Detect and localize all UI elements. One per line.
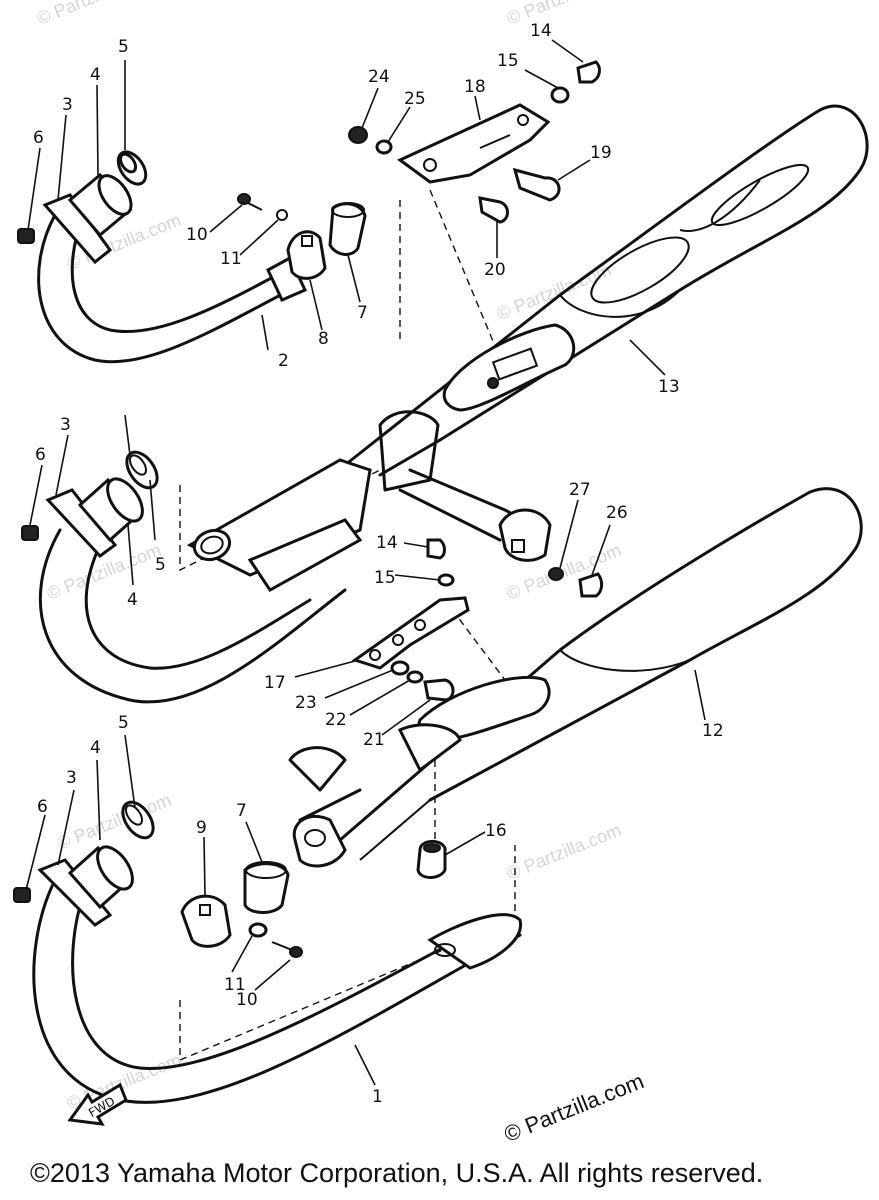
alignment-lines <box>179 189 516 1062</box>
callout-6: 6 <box>33 128 44 148</box>
callout-11: 11 <box>224 975 246 995</box>
leader-lines <box>25 39 706 1086</box>
exhaust-pipe-2 <box>37 213 308 364</box>
callout-2: 2 <box>278 351 289 371</box>
callout-7: 7 <box>236 801 247 821</box>
callout-3: 3 <box>60 415 71 435</box>
bracket-18 <box>348 60 601 224</box>
collector-pipe <box>38 410 552 704</box>
callout-21: 21 <box>363 730 385 750</box>
callout-3: 3 <box>66 768 77 788</box>
callout-18: 18 <box>464 77 486 97</box>
callout-27: 27 <box>569 480 591 500</box>
watermark-text: © Partzilla.com <box>34 0 154 29</box>
muffler-12 <box>288 487 863 868</box>
callout-4: 4 <box>90 738 101 758</box>
callout-24: 24 <box>368 67 390 87</box>
rubber-16 <box>416 840 447 879</box>
watermark-text: © Partzilla.com <box>504 820 624 884</box>
callout-8: 8 <box>318 329 329 349</box>
gasket-7-lower <box>243 861 290 914</box>
copyright-notice: ©2013 Yamaha Motor Corporation, U.S.A. A… <box>30 1158 764 1188</box>
clamp-8 <box>237 193 327 280</box>
clamp-9 <box>180 894 303 958</box>
flange-assembly-lower <box>13 800 155 927</box>
callout-14: 14 <box>376 533 398 553</box>
callout-5: 5 <box>118 713 129 733</box>
callout-7: 7 <box>357 303 368 323</box>
callout-15: 15 <box>374 568 396 588</box>
watermark-text: © Partzilla.com <box>504 0 624 29</box>
flange-assembly-upper <box>17 150 148 265</box>
callout-14: 14 <box>530 21 552 41</box>
callout-22: 22 <box>325 710 347 730</box>
callout-13: 13 <box>658 377 680 397</box>
callout-1: 1 <box>372 1087 383 1107</box>
callout-4: 4 <box>127 590 138 610</box>
callout-17: 17 <box>264 673 286 693</box>
callout-9: 9 <box>196 818 207 838</box>
exhaust-pipe-1 <box>32 878 522 1104</box>
gasket-7-upper <box>328 202 367 256</box>
callout-25: 25 <box>404 89 426 109</box>
callout-15: 15 <box>497 51 519 71</box>
bracket-17 <box>351 538 604 702</box>
callout-16: 16 <box>485 821 507 841</box>
callout-5: 5 <box>155 555 166 575</box>
callout-4: 4 <box>90 65 101 85</box>
callout-20: 20 <box>484 260 506 280</box>
callout-5: 5 <box>118 37 129 57</box>
callout-11: 11 <box>220 249 242 269</box>
callout-6: 6 <box>35 445 46 465</box>
callout-10: 10 <box>236 990 258 1010</box>
callout-labels: 5 4 3 6 10 11 8 2 7 24 25 18 14 15 19 20… <box>33 21 724 1107</box>
callout-3: 3 <box>62 95 73 115</box>
muffler-13 <box>343 104 869 477</box>
callout-12: 12 <box>702 721 724 741</box>
flange-assembly-middle <box>21 450 159 558</box>
callout-10: 10 <box>186 225 208 245</box>
callout-6: 6 <box>37 797 48 817</box>
callout-23: 23 <box>295 693 317 713</box>
callout-19: 19 <box>590 143 612 163</box>
callout-26: 26 <box>606 503 628 523</box>
